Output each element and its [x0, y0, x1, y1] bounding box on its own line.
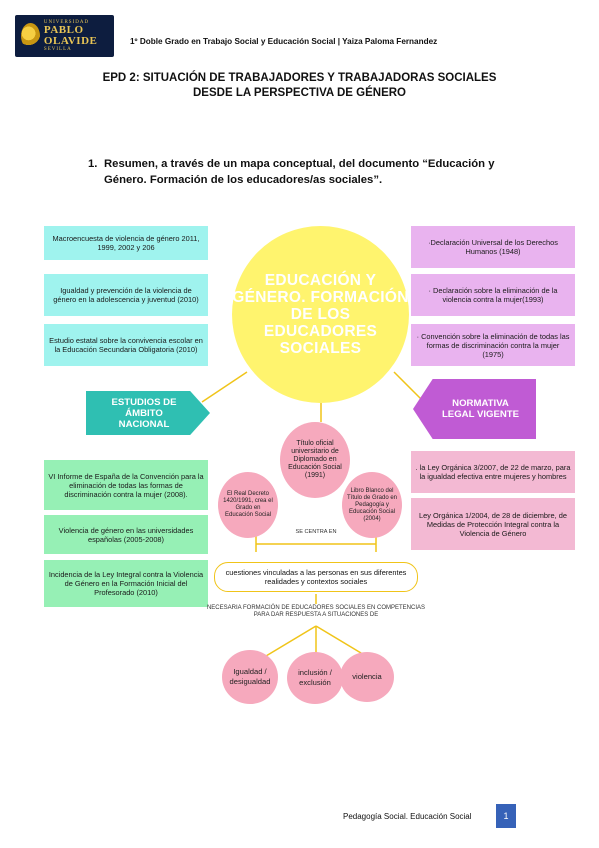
libro-blanco-circle: Libro Blanco del Título de Grado en Peda…: [342, 472, 402, 538]
header-text: 1º Doble Grado en Trabajo Social y Educa…: [130, 37, 438, 46]
right-norm-4: . la Ley Orgánica 3/2007, de 22 de marzo…: [411, 451, 575, 493]
banner-normativa-legal: NORMATIVA LEGAL VIGENTE: [413, 379, 536, 439]
topic-igualdad-circle: Igualdad / desigualdad: [222, 650, 278, 704]
central-topic-text: EDUCACIÓN Y GÉNERO. FORMACIÓN DE LOS EDU…: [232, 272, 409, 357]
left-study-1: Macroencuesta de violencia de género 201…: [44, 226, 208, 260]
titulo-oficial-circle: Título oficial universitario de Diplomad…: [280, 422, 350, 498]
university-logo: UNIVERSIDAD PABLO OLAVIDE SEVILLA: [15, 15, 114, 57]
question-text: Resumen, a través de un mapa conceptual,…: [104, 158, 495, 186]
topic-violencia-circle: violencia: [340, 652, 394, 702]
right-norm-2: · Declaración sobre la eliminación de la…: [411, 274, 575, 316]
title-line-2: DESDE LA PERSPECTIVA DE GÉNERO: [193, 87, 406, 99]
right-norm-1: ·Declaración Universal de los Derechos H…: [411, 226, 575, 268]
topic-inclusion-circle: inclusión / exclusión: [287, 652, 343, 704]
se-centra-label: SE CENTRA EN: [295, 529, 337, 535]
cuestiones-pill: cuestiones vinculadas a las personas en …: [214, 562, 418, 592]
logo-wordmark: UNIVERSIDAD PABLO OLAVIDE SEVILLA: [43, 20, 98, 52]
left-study-6: Incidencia de la Ley Integral contra la …: [44, 560, 208, 607]
footer-text: Pedagogía Social. Educación Social: [343, 812, 472, 821]
left-study-3: Estudio estatal sobre la convivencia esc…: [44, 324, 208, 366]
page-number-badge: 1: [496, 804, 516, 828]
right-norm-5: Ley Orgánica 1/2004, de 28 de diciembre,…: [411, 498, 575, 550]
left-study-5: Violencia de género en las universidades…: [44, 515, 208, 554]
question-number: 1.: [88, 158, 98, 170]
document-title: EPD 2: SITUACIÓN DE TRABAJADORES Y TRABA…: [0, 71, 599, 101]
central-topic-circle: EDUCACIÓN Y GÉNERO. FORMACIÓN DE LOS EDU…: [232, 226, 409, 403]
logo-emblem-icon: [21, 23, 40, 49]
question: 1. Resumen, a través de un mapa conceptu…: [88, 156, 528, 188]
necesaria-formacion-label: NECESARIA FORMACIÓN DE EDUCADORES SOCIAL…: [206, 605, 426, 618]
real-decreto-circle: El Real Decreto 1420/1991, crea el Grado…: [218, 472, 278, 538]
right-norm-3: · Convención sobre la eliminación de tod…: [411, 324, 575, 366]
title-line-1: EPD 2: SITUACIÓN DE TRABAJADORES Y TRABA…: [102, 72, 497, 84]
banner-estudios-nacional: ESTUDIOS DE ÁMBITO NACIONAL: [86, 391, 210, 435]
left-study-2: Igualdad y prevención de la violencia de…: [44, 274, 208, 316]
left-study-4: VI Informe de España de la Convención pa…: [44, 460, 208, 510]
